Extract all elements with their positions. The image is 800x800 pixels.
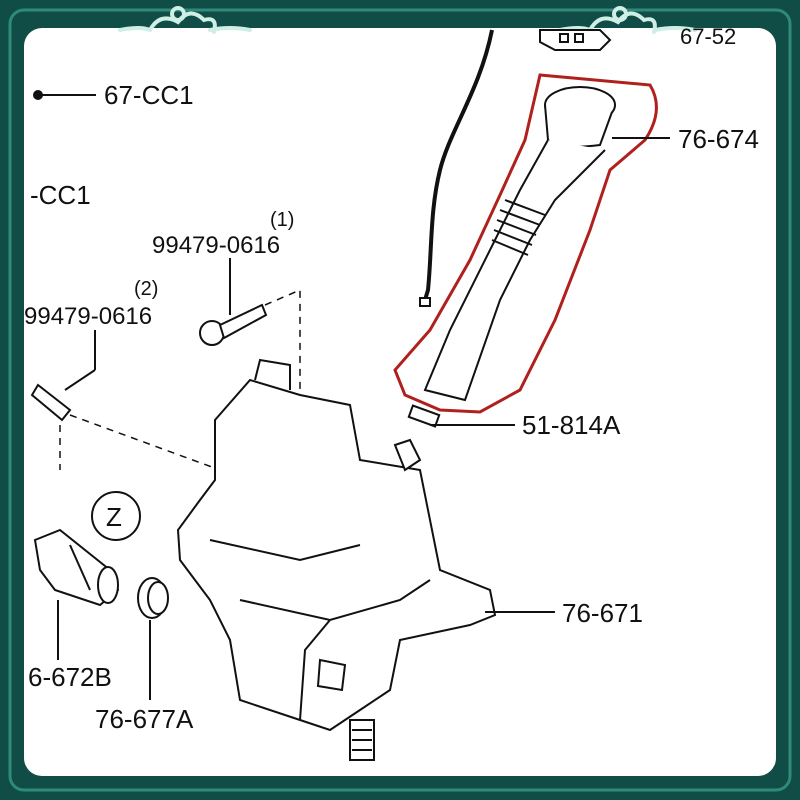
gasket-part xyxy=(407,404,441,428)
sensor-cable xyxy=(423,29,494,301)
top-connector-part xyxy=(539,29,612,51)
washer-reservoir xyxy=(176,358,497,761)
screw-1 xyxy=(199,303,268,346)
guide-lines xyxy=(59,288,301,471)
sensor-cable-end xyxy=(419,297,431,307)
label-99479-0616-a: 99479-0616 xyxy=(152,232,280,259)
leader-lines xyxy=(33,90,670,700)
label-67-52: 67-52 xyxy=(680,24,736,49)
grommet xyxy=(137,577,169,619)
label-76-674: 76-674 xyxy=(678,124,759,154)
label-76-671: 76-671 xyxy=(562,598,643,628)
label-67-cc1-top: 67-CC1 xyxy=(104,80,194,110)
label-76-677a: 76-677A xyxy=(95,704,194,734)
inner-frame-border xyxy=(8,8,792,792)
label-51-814a: 51-814A xyxy=(522,410,621,440)
washer-pump xyxy=(33,528,120,607)
label-z: Z xyxy=(106,502,122,532)
paper-area xyxy=(24,28,776,776)
label-99479-0616-b: 99479-0616 xyxy=(24,303,152,330)
cloud-ornament-left xyxy=(118,6,252,34)
screw-2 xyxy=(30,383,72,422)
label-76-672b: 6-672B xyxy=(28,662,112,692)
label-qty-1: (1) xyxy=(270,209,294,231)
filler-pipe-highlight xyxy=(393,73,658,414)
view-z-marker xyxy=(91,491,141,541)
filler-pipe xyxy=(423,86,616,402)
label-qty-2: (2) xyxy=(134,278,158,300)
label-67-cc1-left: -CC1 xyxy=(30,180,91,210)
